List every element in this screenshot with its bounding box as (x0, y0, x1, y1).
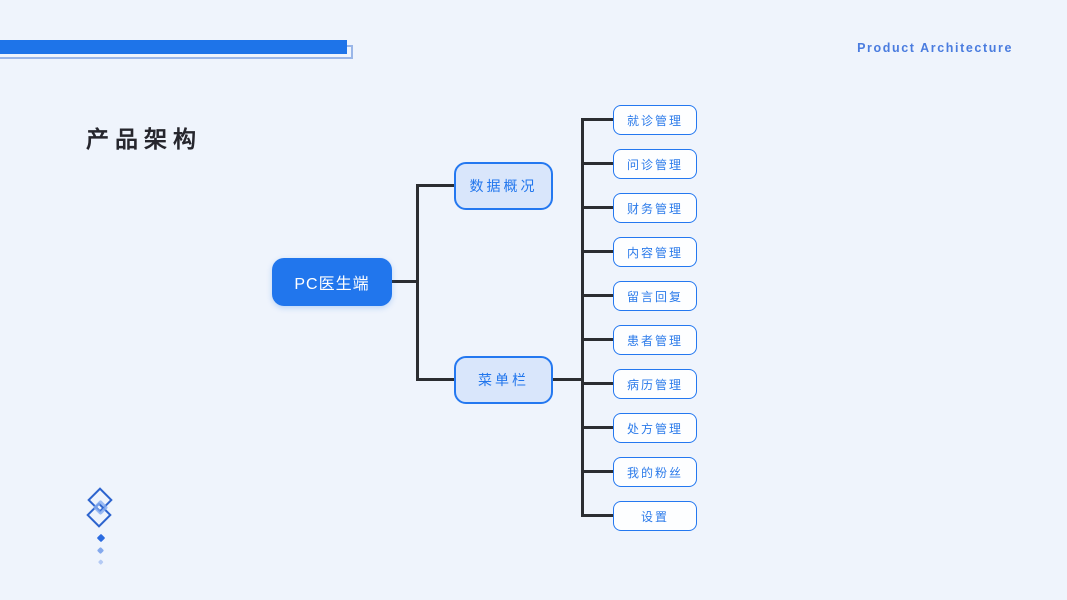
node-content-management: 内容管理 (613, 237, 697, 267)
header-bar (0, 40, 347, 54)
connector-leaf-stub (581, 382, 613, 385)
node-medical-record-management: 病历管理 (613, 369, 697, 399)
node-visit-management: 就诊管理 (613, 105, 697, 135)
node-pc-doctor-client: PC医生端 (272, 258, 392, 306)
node-patient-management: 患者管理 (613, 325, 697, 355)
connector-leaf-stub (581, 206, 613, 209)
node-data-overview: 数据概况 (454, 162, 553, 210)
connector-leaf-stub (581, 514, 613, 517)
connector-branch-1 (416, 378, 454, 381)
connector-trunk-1 (416, 184, 419, 381)
node-prescription-management: 处方管理 (613, 413, 697, 443)
node-menu-bar: 菜单栏 (454, 356, 553, 404)
ornament-dot (96, 546, 105, 555)
connector-leaf-stub (581, 338, 613, 341)
connector-leaf-stub (581, 250, 613, 253)
connector-leaf-stub (581, 470, 613, 473)
node-my-fans: 我的粉丝 (613, 457, 697, 487)
connector-menu-horizontal (552, 378, 582, 381)
node-settings: 设置 (613, 501, 697, 531)
connector-leaf-stub (581, 426, 613, 429)
connector-leaf-stub (581, 162, 613, 165)
connector-branch-0 (416, 184, 454, 187)
node-consultation-management: 问诊管理 (613, 149, 697, 179)
connector-trunk-2 (581, 118, 584, 517)
connector-leaf-stub (581, 294, 613, 297)
node-message-reply: 留言回复 (613, 281, 697, 311)
ornament-dot (98, 559, 104, 565)
slide-eyebrow: Product Architecture (857, 41, 1013, 55)
connector-leaf-stub (581, 118, 613, 121)
connector-root-horizontal (392, 280, 418, 283)
node-finance-management: 财务管理 (613, 193, 697, 223)
ornament-dot (96, 533, 106, 543)
page-title: 产品架构 (86, 126, 202, 152)
